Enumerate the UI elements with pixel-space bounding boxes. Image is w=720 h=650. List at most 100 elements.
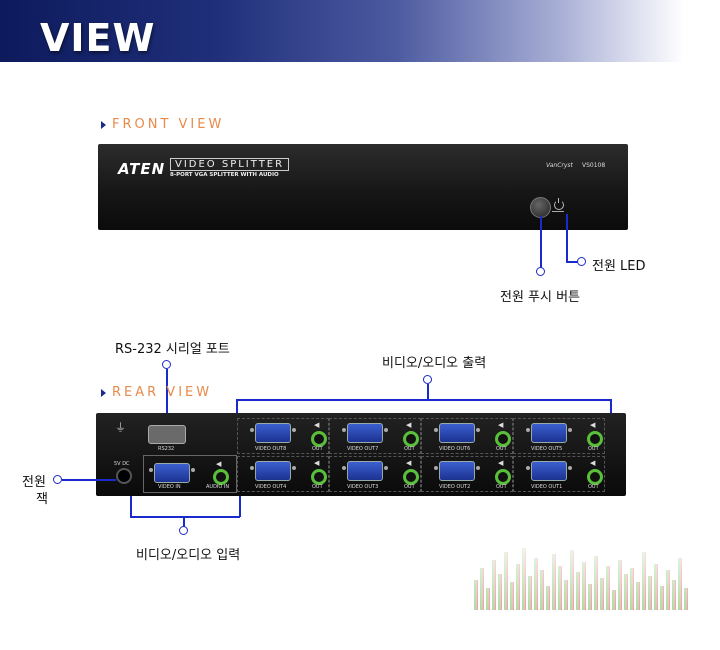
output-port-cell [421,418,513,454]
button-leader-vertical [540,216,542,268]
speaker-icon: ◀ [498,421,504,429]
speaker-icon: ◀ [590,459,596,467]
video-out-label: VIDEO OUT3 [347,484,379,490]
input-group-box [143,455,237,493]
output-port-cell [329,418,421,454]
audio-out-jack[interactable] [311,431,327,447]
rs232-callout-dot [162,360,171,369]
output-bracket-top [236,399,611,401]
rs232-port-label: RS232 [158,446,175,452]
audio-in-speaker-icon: ◀ [216,460,222,468]
output-port-cell [513,418,605,454]
video-out-label: VIDEO OUT5 [531,446,563,452]
audio-out-label: OUT [404,484,415,490]
input-callout: 비디오/오디오 입력 [136,548,241,563]
audio-out-label: OUT [312,484,323,490]
input-bracket-left [130,496,132,517]
audio-out-jack[interactable] [495,431,511,447]
video-out-port[interactable] [342,423,388,443]
video-in-label: VIDEO IN [158,484,181,490]
audio-out-jack[interactable] [311,469,327,485]
output-port-cell [513,456,605,492]
power-jack[interactable] [116,468,132,484]
speaker-icon: ◀ [314,459,320,467]
rs232-port[interactable] [148,425,186,444]
product-sub-text: 8-PORT VGA SPLITTER WITH AUDIO [170,172,279,178]
output-callout: 비디오/오디오 출력 [382,356,487,371]
rear-panel-image: ⏚ 5V DC RS232 ◀ VIDEO IN AUDIO IN VIDEO … [96,413,626,496]
output-bracket-right [610,399,612,413]
power-led-callout: 전원 LED [592,259,646,274]
audio-out-label: OUT [404,446,415,452]
output-bracket-left [236,399,238,413]
power-jack-leader [62,479,116,481]
video-in-port[interactable] [149,463,195,483]
led-leader-vertical [566,214,568,262]
output-callout-dot [423,375,432,384]
model-text: VS0108 [582,162,606,169]
product-line-text: VIDEO SPLITTER [170,158,290,171]
power-button[interactable] [530,197,551,218]
audio-out-jack[interactable] [587,431,603,447]
input-leader-stem [183,516,185,527]
led-leader-horizontal [566,261,578,263]
video-out-label: VIDEO OUT4 [255,484,287,490]
power-button-callout: 전원 푸시 버튼 [500,290,581,305]
video-out-port[interactable] [434,461,480,481]
rs232-leader [166,369,168,426]
front-bullet-icon [101,121,106,129]
series-text: VanCryst [546,162,573,169]
front-view-label: FRONT VIEW [112,117,225,132]
video-out-port[interactable] [526,461,572,481]
power-jack-callout-line1: 전원 [22,475,46,490]
video-out-port[interactable] [342,461,388,481]
speaker-icon: ◀ [314,421,320,429]
audio-out-label: OUT [588,484,599,490]
audio-out-label: OUT [312,446,323,452]
ground-icon: ⏚ [115,421,126,434]
decorative-equalizer-graphic [470,540,690,610]
audio-out-label: OUT [496,484,507,490]
video-out-label: VIDEO OUT7 [347,446,379,452]
audio-out-jack[interactable] [403,469,419,485]
front-panel-image: ATEN VIDEO SPLITTER 8-PORT VGA SPLITTER … [98,144,628,230]
speaker-icon: ◀ [590,421,596,429]
input-bracket-right [239,496,241,517]
power-jack-callout-line2: 잭 [36,492,48,507]
speaker-icon: ◀ [498,459,504,467]
output-leader-stem [427,384,429,400]
video-out-label: VIDEO OUT8 [255,446,287,452]
input-bracket-bottom [130,516,240,518]
rear-bullet-icon [101,389,106,397]
speaker-icon: ◀ [406,459,412,467]
speaker-icon: ◀ [406,421,412,429]
page-title: VIEW [40,16,156,60]
output-port-cell [237,456,329,492]
video-out-label: VIDEO OUT1 [531,484,563,490]
dc-label: 5V DC [114,461,130,467]
output-port-cell [237,418,329,454]
audio-in-label: AUDIO IN [206,484,230,490]
input-callout-dot [179,526,188,535]
button-callout-dot [536,267,545,276]
video-out-port[interactable] [250,423,296,443]
video-out-port[interactable] [526,423,572,443]
video-out-label: VIDEO OUT2 [439,484,471,490]
aten-logo: ATEN [118,160,166,178]
video-out-port[interactable] [434,423,480,443]
rs232-callout: RS-232 시리얼 포트 [115,342,230,357]
audio-out-jack[interactable] [403,431,419,447]
header-banner: VIEW [0,0,720,62]
video-out-label: VIDEO OUT6 [439,446,471,452]
rear-view-label: REAR VIEW [112,385,213,400]
power-led-stem [557,198,559,203]
led-callout-dot [577,257,586,266]
audio-out-label: OUT [588,446,599,452]
audio-out-jack[interactable] [587,469,603,485]
audio-in-jack[interactable] [213,469,229,485]
output-port-cell [329,456,421,492]
audio-out-jack[interactable] [495,469,511,485]
video-out-port[interactable] [250,461,296,481]
power-led-icon [554,200,564,210]
power-jack-callout-dot [53,475,62,484]
